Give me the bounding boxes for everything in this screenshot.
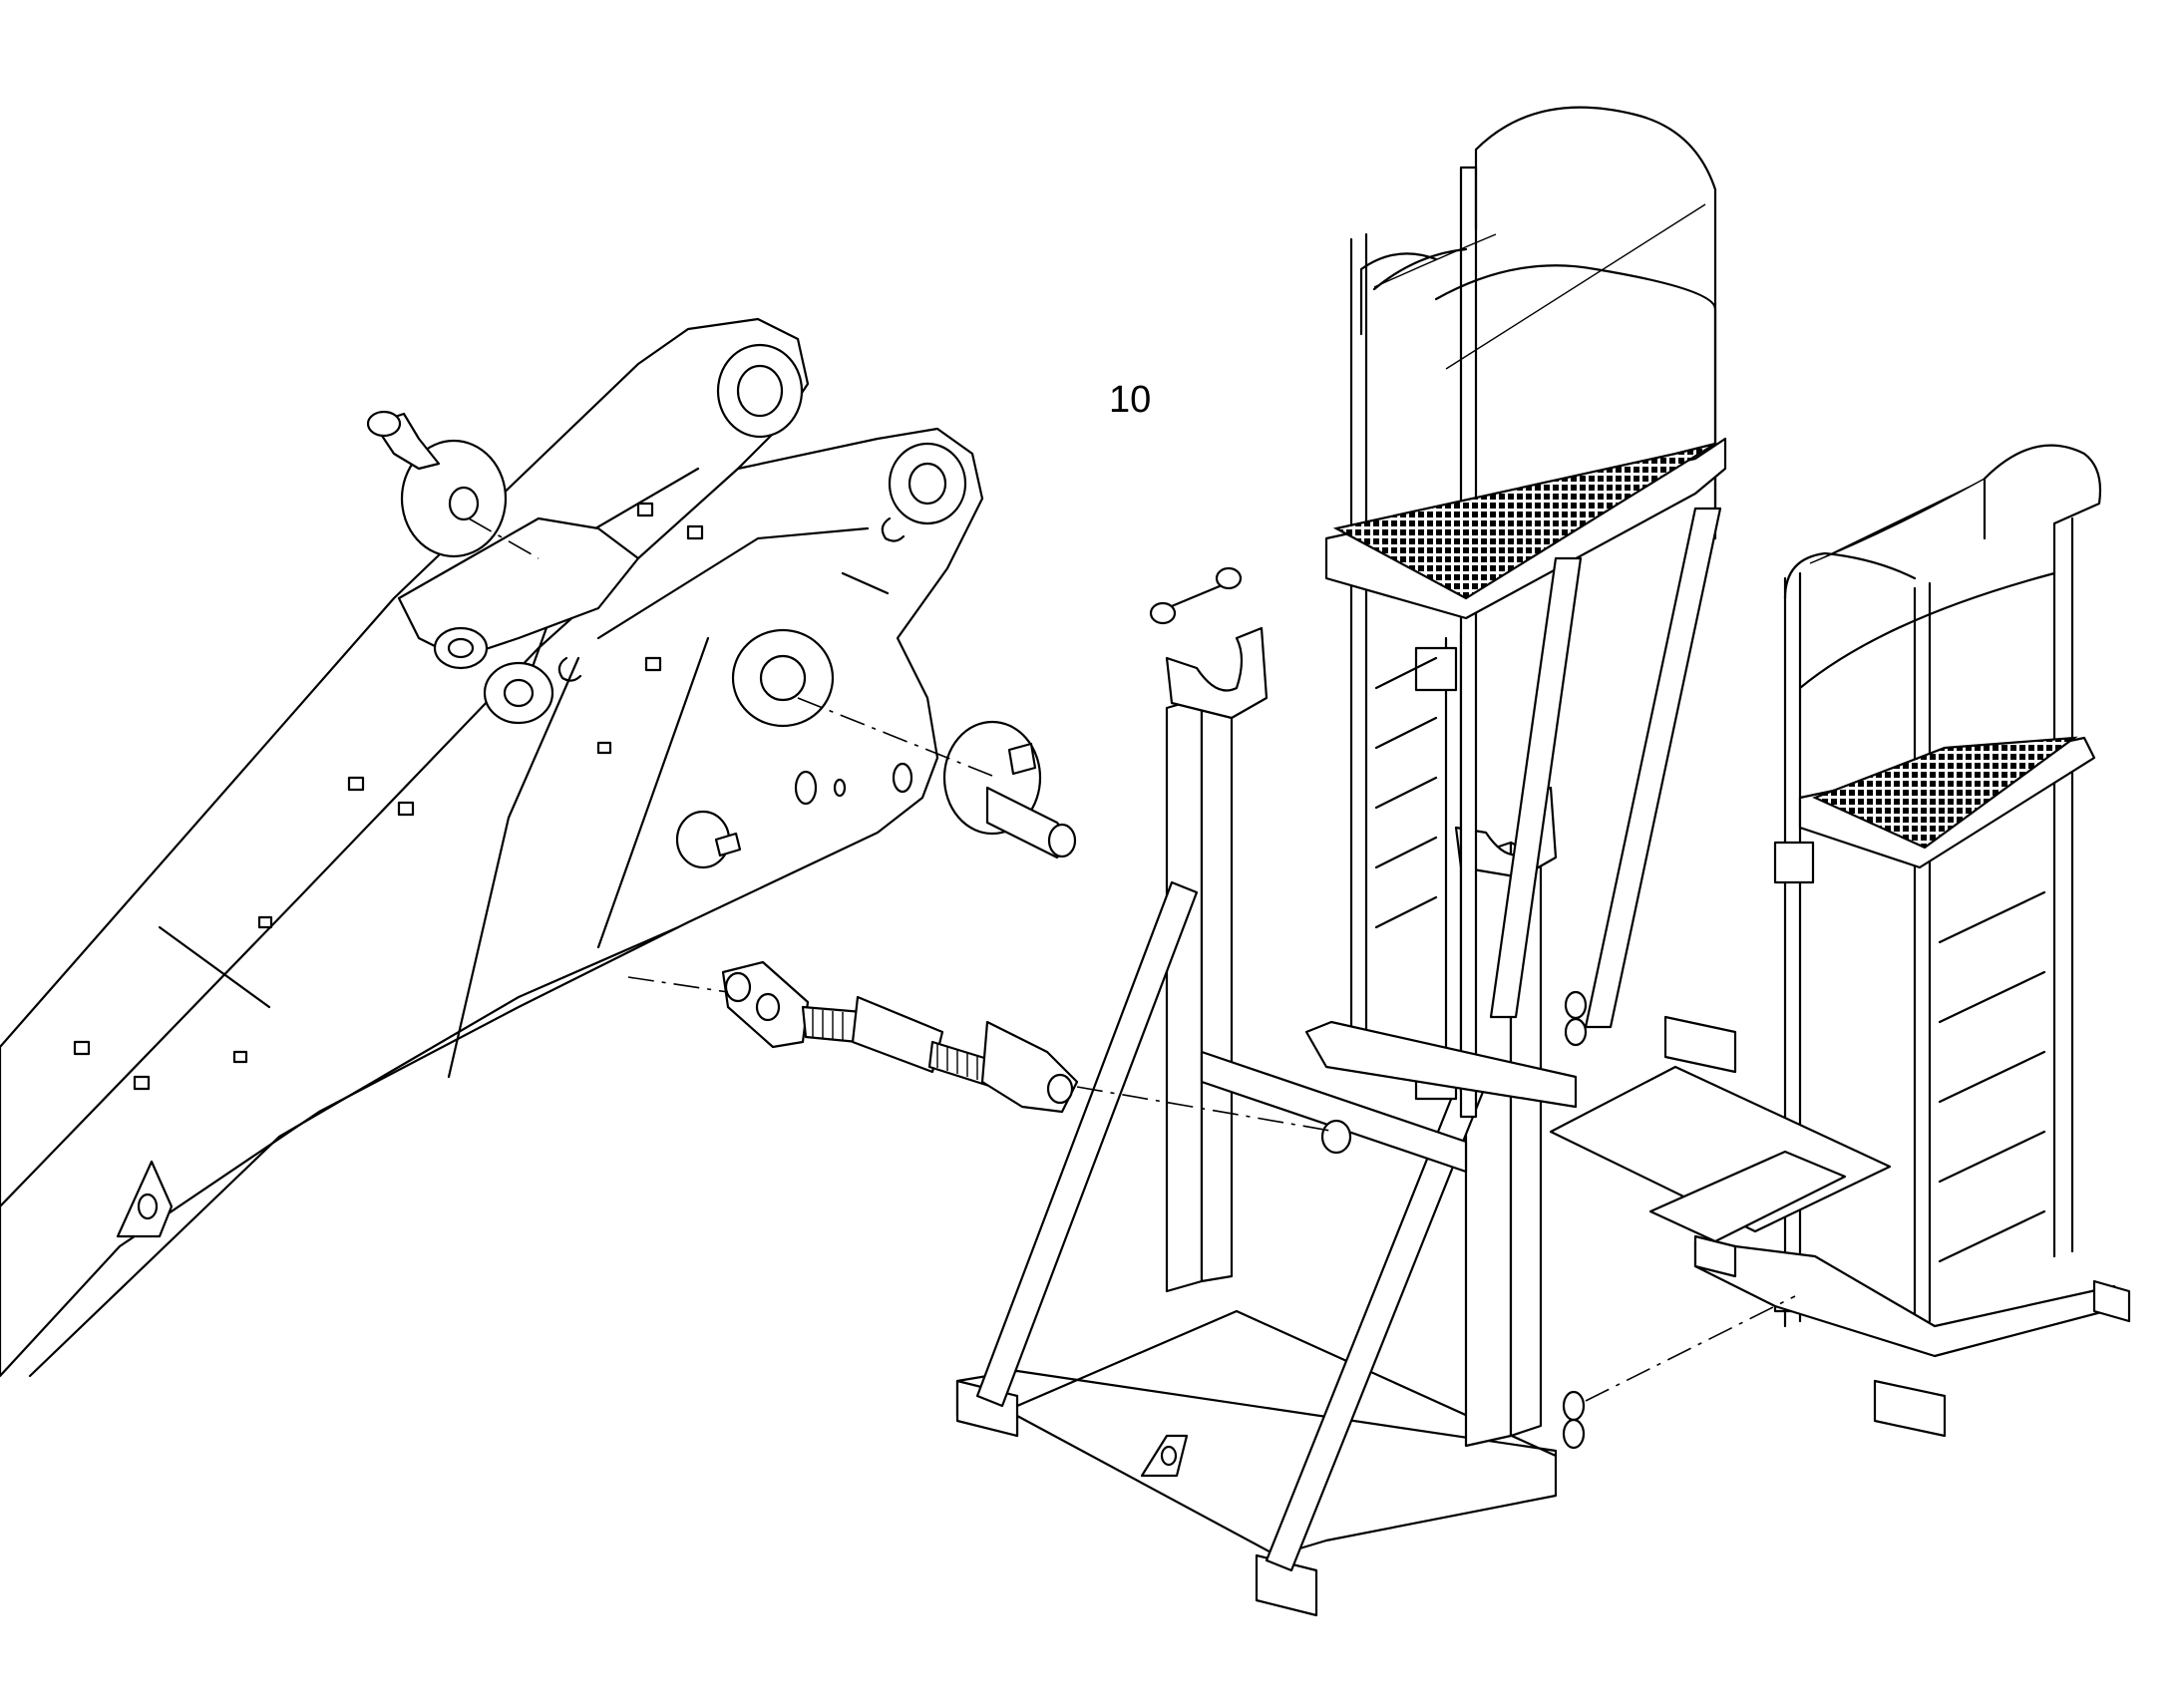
turnbuckle bbox=[721, 960, 1079, 1114]
pivot-pin-upper bbox=[366, 410, 508, 558]
access-platform-short bbox=[1549, 444, 2131, 1438]
support-stand bbox=[955, 626, 1586, 1617]
callout-label: 10 bbox=[1109, 379, 1152, 421]
access-platform-tall bbox=[1304, 106, 1737, 1119]
pivot-pin-lower bbox=[942, 720, 1077, 859]
assembly-leader-lines bbox=[468, 517, 1796, 1402]
lock-pin bbox=[1149, 566, 1243, 625]
